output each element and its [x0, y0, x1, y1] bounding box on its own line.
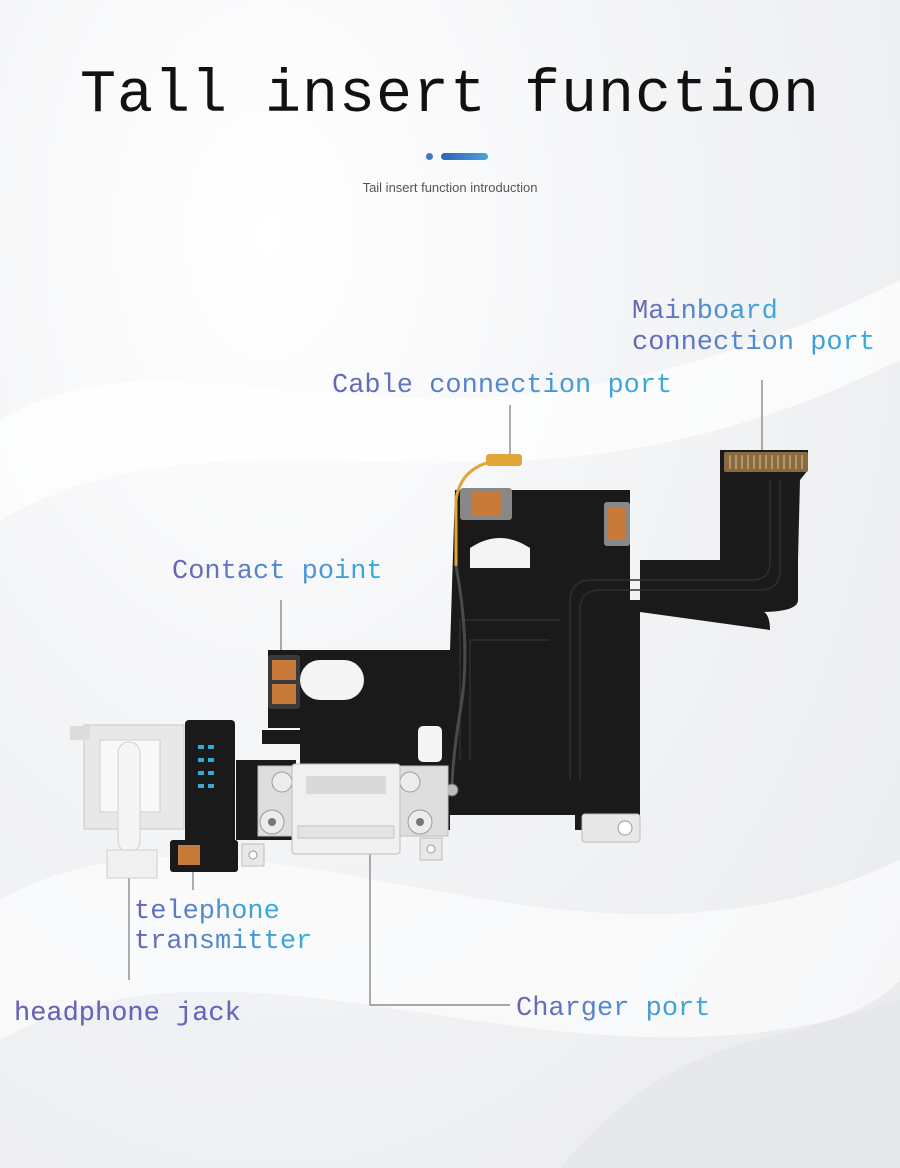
- flex-board: [268, 490, 770, 830]
- label-charger-port: Charger port: [516, 994, 711, 1024]
- label-transmitter-line1: telephone: [134, 897, 280, 927]
- cable-connection-port: [486, 454, 522, 466]
- label-transmitter-line2: transmitter: [134, 927, 313, 957]
- page-title: Tall insert function: [79, 62, 821, 130]
- label-mainboard-line1: Mainboard: [632, 297, 778, 327]
- label-cable-connection-port: Cable connection port: [332, 371, 673, 401]
- page-subtitle: Tail insert function introduction: [362, 180, 538, 195]
- headphone-jack-barrel: [117, 741, 141, 853]
- title-accent-bar: [441, 153, 488, 160]
- label-headphone-jack: headphone jack: [14, 999, 241, 1029]
- telephone-transmitter-chip: [178, 845, 200, 865]
- title-accent-dot: [426, 153, 433, 160]
- label-contact-point: Contact point: [172, 557, 383, 587]
- label-mainboard-line2: connection port: [632, 328, 876, 358]
